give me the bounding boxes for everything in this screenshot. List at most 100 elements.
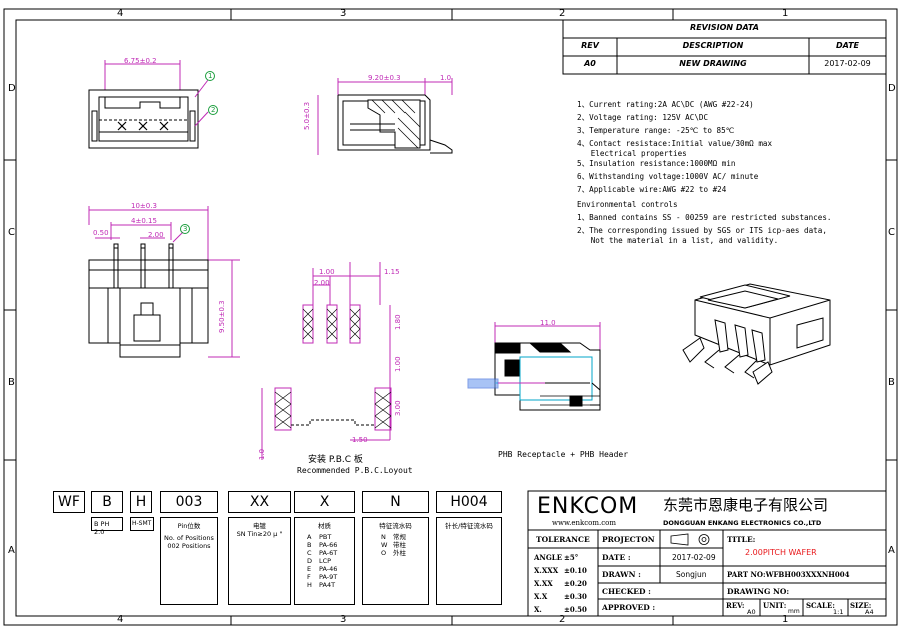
- tolerance-table: ANGLE±5° X.XXX±0.10 X.XX±0.20 X.X±0.30 X…: [534, 551, 587, 616]
- zone-bottom-4: 4: [117, 614, 124, 625]
- spec-line: 3、Temperature range: -25℃ to 85℃: [577, 126, 735, 135]
- tolerance-key: X.: [534, 605, 542, 614]
- dim-pcb-1: 1.00: [319, 268, 335, 276]
- marker-2: 2: [211, 106, 216, 114]
- revision-header-rev: REV: [581, 41, 599, 50]
- title-block-lines: [527, 490, 887, 617]
- pcb-caption-en: Recommended P.B.C.Loyout: [297, 466, 413, 475]
- marker-3: 3: [183, 225, 188, 233]
- dim-pin-span: 4±0.15: [131, 217, 157, 225]
- legend-positions-title: Pin位数: [177, 522, 201, 530]
- tolerance-key: ANGLE: [534, 553, 563, 562]
- tolerance-value: ±0.50: [564, 605, 587, 614]
- unit-value: mm: [788, 608, 800, 615]
- marker-1: 1: [208, 72, 213, 80]
- spec-line: Not the material in a list, and validity…: [577, 236, 779, 245]
- projection-label: PROJECTON: [602, 535, 655, 544]
- tolerance-key: X.XXX: [534, 566, 559, 575]
- legend-pin-length: 针长/特征流水码: [436, 517, 502, 605]
- approved-label: APPROVED :: [602, 603, 656, 612]
- company-logo: ENKCOM: [537, 494, 639, 519]
- revision-table-lines: [562, 19, 887, 75]
- spec-line: 1、Current rating:2A AC\DC (AWG #22-24): [577, 100, 754, 109]
- code-box-plating: XX: [228, 491, 291, 513]
- dim-side-length: 9.20±0.3: [368, 74, 401, 82]
- material-value: PA-6T: [319, 549, 338, 557]
- projection-symbol: [670, 533, 710, 546]
- isometric-view: [682, 283, 831, 385]
- specs-list: 1、Current rating:2A AC\DC (AWG #22-24) 2…: [577, 100, 877, 246]
- revision-title: REVISION DATA: [690, 23, 759, 32]
- zone-top-3: 3: [340, 8, 347, 19]
- legend-positions-line: No. of Positions: [164, 534, 214, 542]
- mating-view: [467, 322, 601, 411]
- zone-left-d: D: [8, 83, 16, 94]
- zone-bottom-2: 2: [559, 614, 566, 625]
- dim-top-width: 6.75±0.2: [124, 57, 157, 65]
- zone-left-c: C: [8, 227, 15, 238]
- zone-right-b: B: [888, 377, 895, 388]
- code-box-type: H: [130, 491, 152, 513]
- dim-pcb-5: 1.00: [394, 356, 402, 372]
- zone-right-a: A: [888, 545, 895, 556]
- material-code: A: [307, 533, 312, 541]
- spec-line: 6、Withstanding voltage:1000V AC/ minute: [577, 172, 759, 181]
- material-code: C: [307, 549, 312, 557]
- scale-value: 1:1: [833, 608, 844, 616]
- code-box-pin-length: H004: [436, 491, 502, 513]
- dim-pitch: 2.00: [148, 231, 164, 239]
- dim-mate-length: 11.0: [540, 319, 556, 327]
- zone-top-1: 1: [782, 8, 789, 19]
- dim-front-height: 9.50±0.3: [218, 300, 226, 333]
- material-value: PA4T: [319, 581, 336, 589]
- dim-side-height: 5.0±0.3: [303, 101, 311, 130]
- zone-left-a: A: [8, 545, 15, 556]
- side-view: [317, 78, 453, 155]
- mating-caption: PHB Receptacle + PHB Header: [498, 450, 629, 459]
- zone-top-4: 4: [117, 8, 124, 19]
- dim-front-width: 10±0.3: [131, 202, 157, 210]
- material-code: H: [307, 581, 312, 589]
- legend-material: 材质 A B C D E F H PBT PA-66 PA-6T LCP PA-…: [294, 517, 355, 605]
- legend-pitch: B PH 2.0: [91, 517, 123, 536]
- material-code: D: [307, 557, 313, 565]
- code-box-positions: 003: [160, 491, 218, 513]
- tolerance-value: ±0.30: [564, 592, 587, 601]
- code-box-series: WF: [53, 491, 85, 513]
- dim-pin-width: 0.50: [93, 229, 109, 237]
- spec-line: 1、Banned contains SS - 00259 are restric…: [577, 213, 832, 222]
- dim-pcb-6: 3.00: [394, 400, 402, 416]
- unit-label: UNIT:: [763, 601, 787, 610]
- material-value: PA-46: [319, 565, 338, 573]
- spec-line: 4、Contact resistace:Initial value/30mΩ m…: [577, 139, 773, 148]
- size-label: SIZE:: [850, 601, 872, 610]
- spec-line: 2、The corresponding issued by SGS or ITS…: [577, 226, 827, 235]
- spec-line: 2、Voltage rating: 125V AC\DC: [577, 113, 709, 122]
- tolerance-value: ±0.10: [564, 566, 587, 575]
- legend-material-title: 材质: [318, 522, 331, 530]
- tolerance-label: TOLERANCE: [536, 535, 590, 544]
- legend-positions-line: 002 Positions: [167, 542, 211, 550]
- rev-label: REV:: [726, 601, 745, 610]
- legend-pin-length-title: 针长/特征流水码: [445, 522, 493, 530]
- front-view: [88, 206, 240, 358]
- zone-top-2: 2: [559, 8, 566, 19]
- legend-plating-value: SN Tin≥20 μ ": [236, 530, 283, 538]
- date-value: 2017-02-09: [672, 553, 716, 562]
- top-view: [88, 60, 218, 149]
- title-label: TITLE:: [727, 535, 756, 544]
- tolerance-value: ±5°: [564, 553, 579, 562]
- dim-pcb-3: 1.15: [384, 268, 400, 276]
- revision-date-value: 2017-02-09: [824, 59, 871, 68]
- feature-code: W: [381, 541, 388, 549]
- revision-header-date: DATE: [836, 41, 859, 50]
- legend-plating-title: 电镀: [253, 522, 266, 530]
- revision-description-value: NEW DRAWING: [679, 59, 747, 68]
- code-box-feature: N: [362, 491, 429, 513]
- zone-bottom-1: 1: [782, 614, 789, 625]
- legend-type: H-SMT: [130, 517, 154, 531]
- feature-value: 带柱: [393, 541, 406, 549]
- legend-positions: Pin位数 No. of Positions 002 Positions: [160, 517, 218, 605]
- material-code: E: [307, 565, 312, 573]
